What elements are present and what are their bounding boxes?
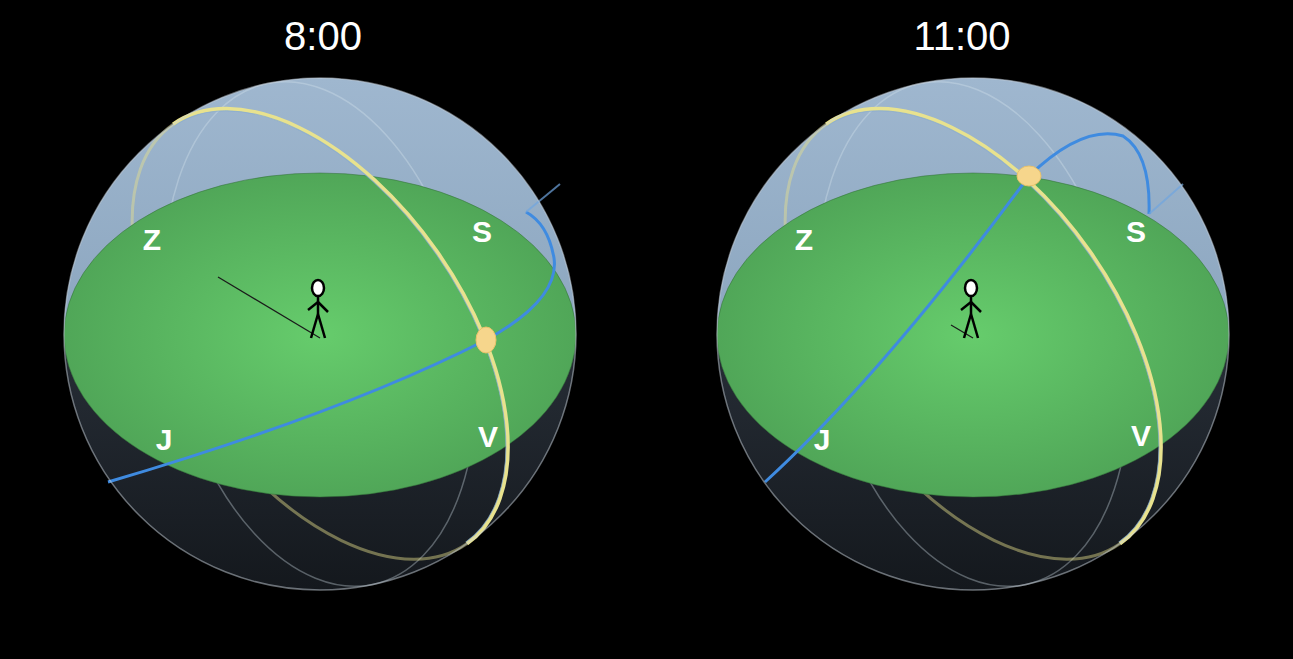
sun-circle-front (826, 42, 1237, 543)
time-heading: 8:00 (284, 16, 362, 56)
sun-circle-front (173, 42, 584, 543)
sun-path-back (1149, 184, 1183, 214)
sphere-right (709, 42, 1237, 625)
shadow-line (218, 277, 320, 338)
sphere-left (56, 42, 584, 625)
shadow-line (951, 325, 973, 338)
sun (1017, 166, 1041, 186)
lower-hemisphere (717, 78, 1229, 590)
horizon-plane (64, 173, 576, 497)
sun-daily-path (108, 212, 554, 482)
sphere-outline (64, 78, 576, 590)
sun-daily-path (765, 134, 1149, 482)
horizon-edge (717, 173, 1229, 497)
direction-letter: V (1131, 421, 1151, 451)
direction-letter: J (814, 425, 831, 455)
observer-figure (308, 280, 328, 338)
direction-letter: S (472, 217, 492, 247)
observer-figure (961, 280, 981, 338)
sun (476, 327, 496, 353)
direction-letter: Z (143, 225, 161, 255)
direction-letter: S (1126, 217, 1146, 247)
horizon-plane (717, 173, 1229, 497)
direction-letter: V (478, 422, 498, 452)
sphere-outline (717, 78, 1229, 590)
direction-letter: Z (795, 225, 813, 255)
time-heading: 11:00 (913, 16, 1010, 56)
direction-letter: J (156, 425, 173, 455)
horizon-edge (64, 173, 576, 497)
lower-hemisphere (64, 78, 576, 590)
